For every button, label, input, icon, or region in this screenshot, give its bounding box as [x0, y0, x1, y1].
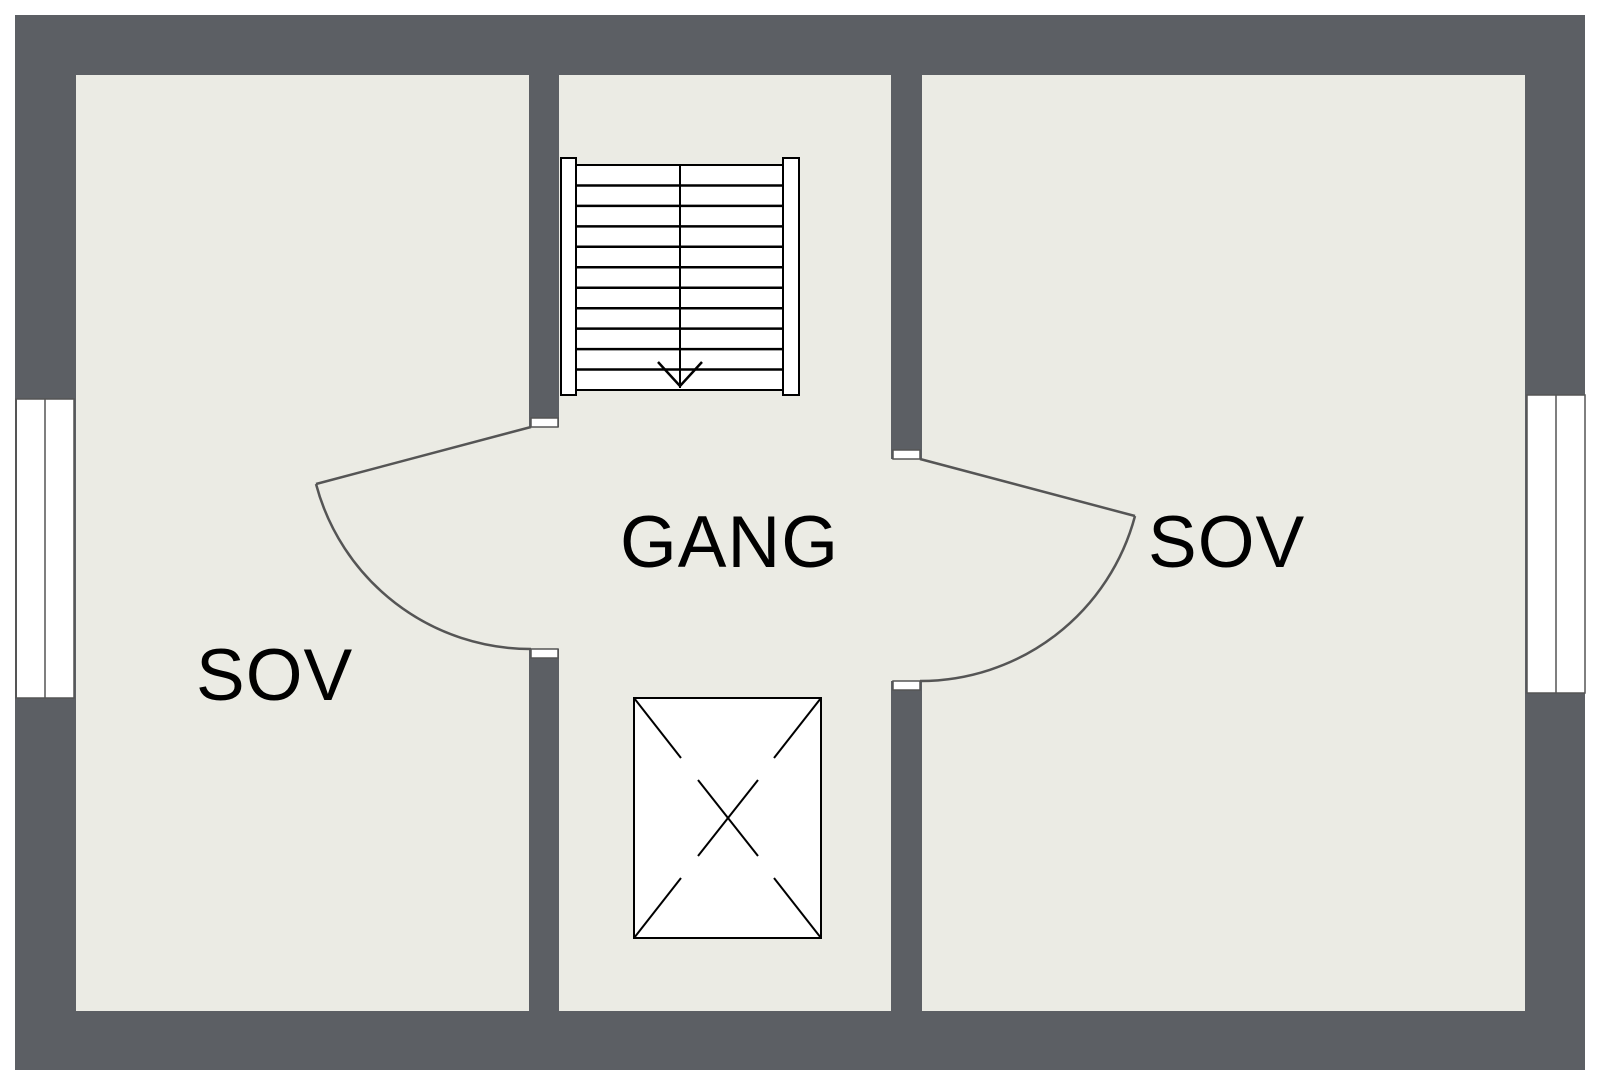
stair-rail-right — [782, 157, 800, 396]
stair-rail-left — [560, 157, 577, 396]
door-opening-left — [528, 427, 561, 649]
stair-arrow-down-icon — [657, 361, 703, 388]
room-label-hall: GANG — [620, 502, 839, 583]
staircase — [560, 157, 800, 396]
door-opening-right — [890, 459, 924, 681]
window-left — [15, 398, 75, 699]
room-label-left: SOV — [196, 635, 353, 716]
door-left — [314, 425, 532, 651]
door-right — [919, 457, 1137, 683]
room-floor-left — [76, 75, 529, 1011]
room-label-right: SOV — [1148, 502, 1305, 583]
room-floor-right — [922, 75, 1525, 1011]
window-right — [1526, 394, 1586, 694]
cross-box-icon — [633, 697, 822, 939]
door-jambs — [530, 417, 921, 691]
